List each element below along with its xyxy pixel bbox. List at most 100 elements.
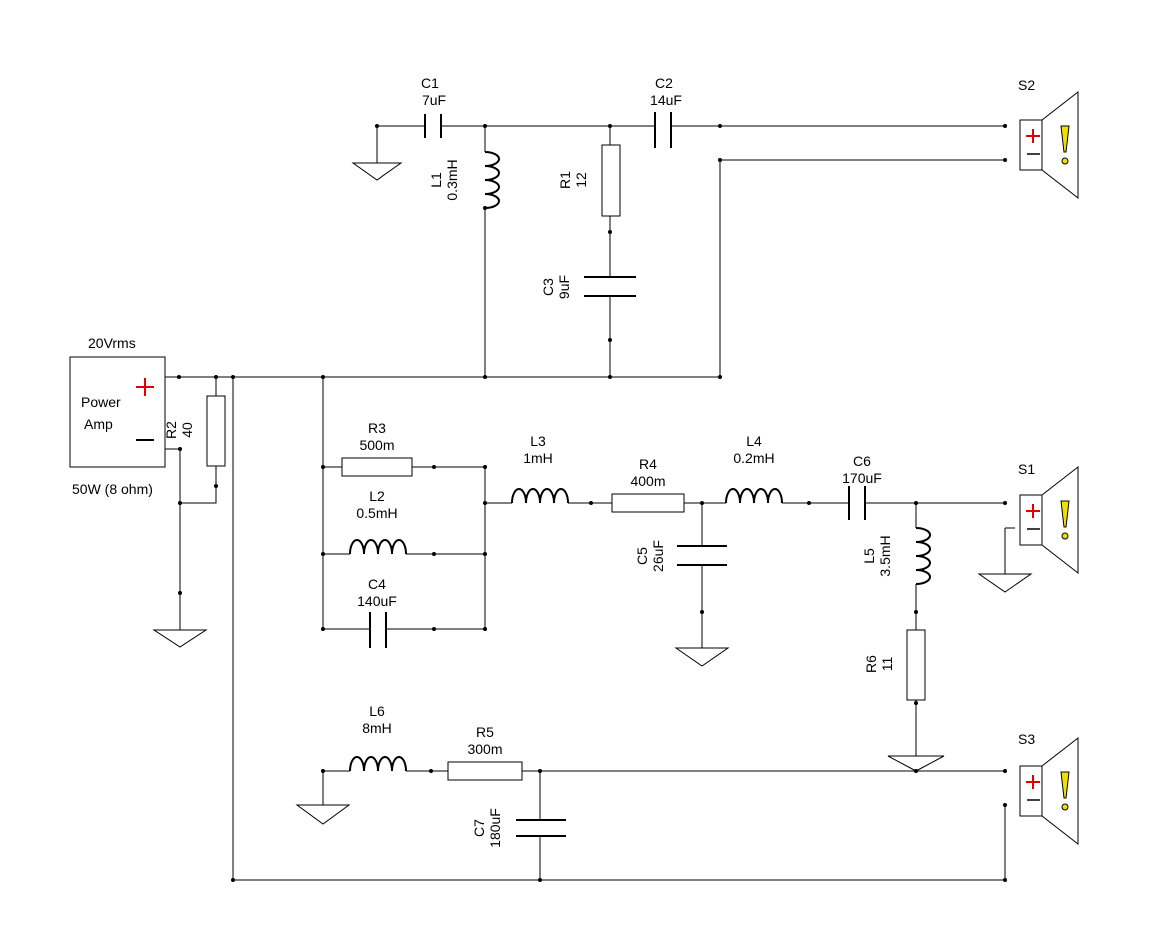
speaker-s1: S1 [1018, 461, 1079, 575]
l3-name: L3 [530, 433, 546, 449]
l2-name: L2 [369, 488, 385, 504]
l4-value: 0.2mH [733, 450, 774, 466]
c5-name: C5 [634, 547, 650, 565]
r4-value: 400m [630, 473, 665, 489]
junction-dot [483, 375, 487, 379]
ground-symbol [887, 755, 945, 772]
plus-sign [136, 378, 154, 396]
ground-symbol [977, 573, 1033, 593]
junction-dot [718, 158, 722, 162]
junction-dot [608, 124, 612, 128]
junction-dot [589, 501, 593, 505]
r1-name: R1 [557, 171, 573, 189]
c6-name: C6 [853, 453, 871, 469]
junction-dot [231, 375, 235, 379]
r5-name: R5 [476, 724, 494, 740]
junction-dot [178, 591, 182, 595]
amp-label-line1: Power [81, 394, 121, 410]
r4-name: R4 [639, 456, 657, 472]
ground-symbol [674, 647, 730, 667]
junction-dot [432, 465, 436, 469]
junction-dot [538, 769, 542, 773]
amp-label-line2: Amp [84, 416, 113, 432]
r2-name: R2 [163, 421, 179, 439]
junction-dot [178, 501, 182, 505]
junction-dot [538, 878, 542, 882]
junction-dot [1003, 769, 1007, 773]
junction-dot [483, 124, 487, 128]
speaker-s3: S3 [1018, 731, 1079, 846]
ground-symbol [152, 629, 208, 648]
junction-dot [914, 610, 918, 614]
l1-value: 0.3mH [444, 159, 460, 200]
voltage-label: 20Vrms [88, 335, 136, 351]
l4-name: L4 [746, 433, 762, 449]
junction-dot [432, 627, 436, 631]
l5-name: L5 [861, 548, 877, 564]
junction-dot [718, 124, 722, 128]
l3-value: 1mH [523, 450, 553, 466]
power-rating-label: 50W (8 ohm) [72, 481, 153, 497]
junction-dot [483, 552, 487, 556]
junction-dot [321, 375, 325, 379]
c3-name: C3 [540, 278, 556, 296]
capacitor-c6: C6 170uF [842, 453, 882, 520]
speaker-s2: S2 [1018, 77, 1079, 200]
junction-dot [231, 878, 235, 882]
warning-icon [1060, 125, 1070, 153]
junction-dot [608, 375, 612, 379]
junction-dot [914, 701, 918, 705]
junction-dot [483, 465, 487, 469]
junction-dot [1003, 158, 1007, 162]
junction-dot [321, 465, 325, 469]
s3-name: S3 [1018, 731, 1035, 747]
junction-dot [608, 338, 612, 342]
plus-sign [1026, 775, 1040, 789]
l6-name: L6 [369, 703, 385, 719]
junction-dot [914, 501, 918, 505]
c3-value: 9uF [556, 275, 572, 299]
capacitor-c4: C4 140uF [357, 576, 397, 648]
plus-sign [1026, 129, 1040, 143]
junction-dot [429, 769, 433, 773]
c4-value: 140uF [357, 593, 397, 609]
c2-name: C2 [655, 75, 673, 91]
ground-symbol [351, 162, 403, 181]
inductor-l3: L3 1mH [511, 433, 569, 504]
r3-value: 500m [359, 437, 394, 453]
warning-dot [1061, 803, 1069, 811]
c7-value: 180uF [487, 808, 503, 848]
warning-dot [1061, 157, 1069, 165]
s2-name: S2 [1018, 77, 1035, 93]
c2-value: 14uF [650, 92, 682, 108]
r3-name: R3 [368, 420, 386, 436]
c1-value: 7uF [422, 92, 446, 108]
power-amp: Power Amp 20Vrms 50W (8 ohm) [69, 335, 166, 497]
warning-dot [1061, 532, 1069, 540]
junction-dot [1003, 878, 1007, 882]
junction-dot [375, 124, 379, 128]
capacitor-c1: C1 7uF [421, 75, 446, 138]
resistor-r5: R5 300m [447, 724, 523, 781]
junction-dot [700, 501, 704, 505]
c1-name: C1 [421, 75, 439, 91]
junction-dot [321, 627, 325, 631]
l6-value: 8mH [362, 720, 392, 736]
inductor-l6: L6 8mH [349, 703, 407, 772]
r2-value: 40 [179, 422, 195, 438]
l1-name: L1 [428, 172, 444, 188]
resistor-r4: R4 400m [611, 456, 685, 513]
junction-dot [608, 230, 612, 234]
junction-dot [432, 552, 436, 556]
junction-dot [1003, 803, 1007, 807]
junction-dot [214, 484, 218, 488]
junction-dot [483, 501, 487, 505]
